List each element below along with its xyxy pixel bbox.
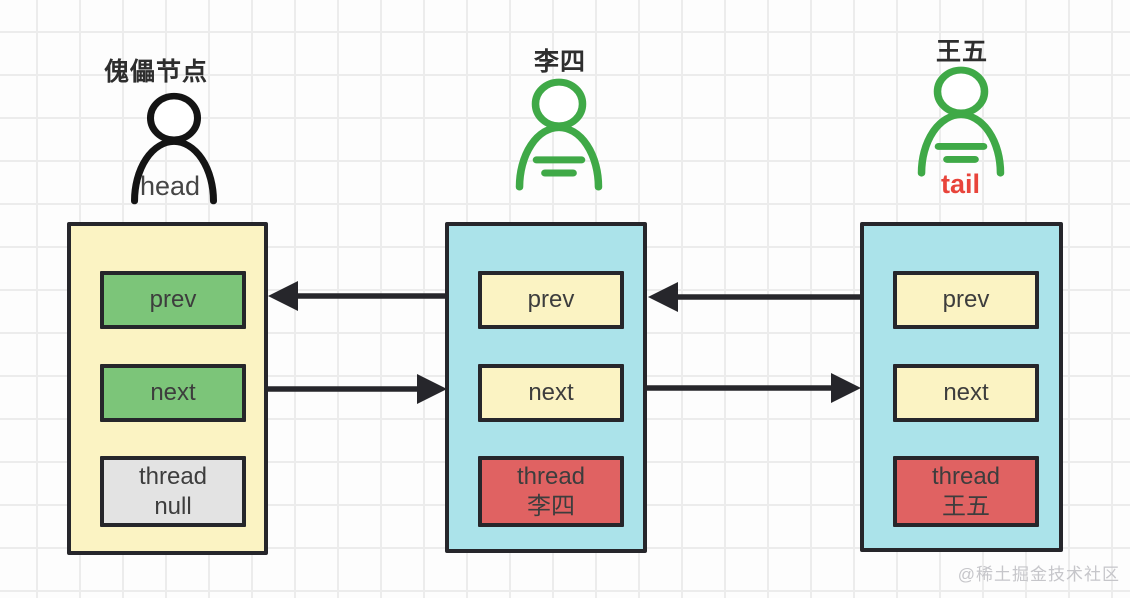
field-label-line2: 李四 [527,492,575,520]
field-label-line1: thread [516,462,586,490]
arrowhead-right-at-lisi [417,374,447,404]
field-label: prev [527,286,575,313]
field-label: next [528,379,574,406]
list-node-lisi: prev next thread 李四 [445,222,647,553]
person-icon-wangwu-shape [917,66,1005,177]
field-next: next [100,364,246,422]
person-icon-dummy [130,92,218,205]
person-head [531,78,587,130]
person-head [146,92,202,144]
arrowhead-left-at-lisi [648,282,678,312]
field-prev: prev [100,271,246,329]
head-pointer-label: head [140,171,201,201]
field-label-line2: null [154,492,192,520]
tail-pointer-label: tail [941,169,981,199]
actor-label-lisi: 李四 [534,48,587,76]
list-node-dummy: prev next thread null [67,222,268,555]
actor-label-dummy: 傀儡节点 [104,58,209,86]
field-thread: thread 李四 [478,456,624,527]
person-icon-lisi-shape [515,78,603,191]
person-icon-dummy-shape [130,92,218,205]
person-icon-lisi [515,78,603,191]
field-thread: thread null [100,456,246,527]
field-label-line2: 王五 [942,492,990,520]
watermark: @稀土掘金技术社区 [957,565,1120,584]
arrowhead-right-at-wangwu [831,373,861,403]
field-label: prev [942,286,990,313]
field-next: next [893,364,1039,422]
person-icon-wangwu [917,66,1005,177]
field-prev: prev [893,271,1039,329]
list-node-wangwu: prev next thread 王五 [860,222,1063,552]
arrowhead-left-at-dummy [268,281,298,311]
actor-label-wangwu: 王五 [936,38,989,66]
person-head [933,66,989,117]
field-label-line1: thread [931,462,1001,490]
field-label: next [943,379,989,406]
field-label: prev [149,286,197,313]
field-prev: prev [478,271,624,329]
field-label-line1: thread [138,462,208,490]
field-label: next [150,379,196,406]
field-thread: thread 王五 [893,456,1039,527]
field-next: next [478,364,624,422]
